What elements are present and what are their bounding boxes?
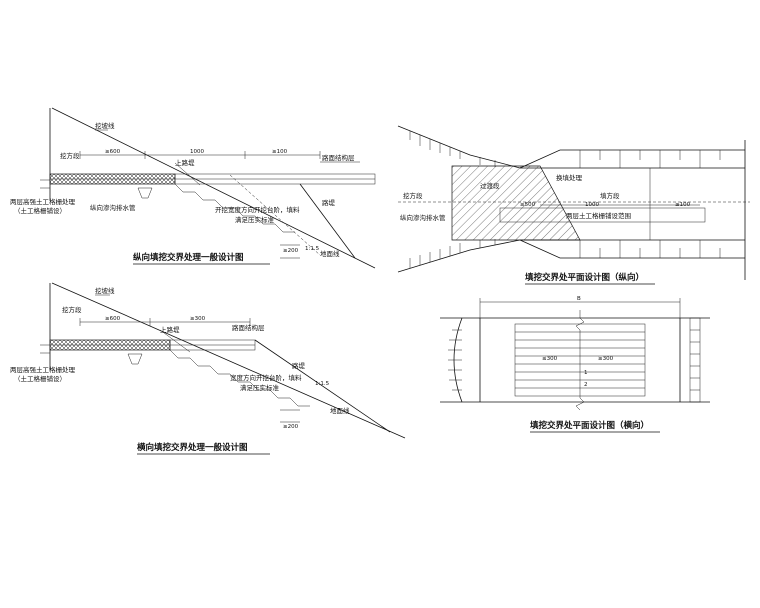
trans-geogrid-note: （土工格栅铺设） <box>14 374 66 383</box>
long-ratio-label: 1:1.5 <box>305 246 320 252</box>
long-geogrid-note: （土工格栅铺设） <box>14 206 66 215</box>
plan-dim-2: 1000 <box>585 202 599 208</box>
long-step-note: 开挖宽度方向开挖台阶，填料 <box>215 205 300 214</box>
plan-trans-mark-2: 2 <box>584 382 588 388</box>
long-dim-4: ≥200 <box>283 248 299 254</box>
plan-geogrid-range-label: 两层土工格栅铺设范围 <box>566 211 631 220</box>
trans-cut-side-label: 挖方段 <box>62 305 82 314</box>
plan-trans-dim-2: ≥300 <box>598 356 614 362</box>
long-fill-slope-label: 路堤 <box>322 198 336 207</box>
plan-transverse-drawing <box>440 298 710 411</box>
plan-transition-label: 过渡段 <box>480 181 500 190</box>
trans-ratio-label: 1:1.5 <box>315 381 330 387</box>
plan-trans-dim-1: ≤300 <box>542 356 558 362</box>
plan-trans-mark-1: 1 <box>584 370 588 376</box>
trans-dim-2: ≥300 <box>190 316 206 322</box>
longitudinal-section-drawing <box>40 107 376 269</box>
long-cut-slope-line-label: 挖坡线 <box>95 121 115 130</box>
long-dim-3: ≥100 <box>272 149 288 155</box>
plan-longitudinal-title: 填挖交界处平面设计图（纵向） <box>525 272 644 283</box>
plan-dim-1: ≥500 <box>520 202 536 208</box>
transverse-section-title: 横向填挖交界处理一般设计图 <box>136 442 248 453</box>
long-drain-label: 纵向渗沟排水管 <box>90 203 136 212</box>
long-dim-2: 1000 <box>190 149 204 155</box>
long-geogrid-label: 两层高强土工格栅处理 <box>10 197 76 206</box>
plan-transverse-title: 填挖交界处平面设计图（横向） <box>530 420 649 431</box>
long-dim-1: ≥600 <box>105 149 121 155</box>
trans-geogrid-label: 两层高强土工格栅处理 <box>10 365 76 374</box>
plan-treat-zone-label: 换填处理 <box>556 173 583 182</box>
trans-dim-3: ≥200 <box>283 424 299 430</box>
long-pavement-label: 路面结构层 <box>322 153 355 162</box>
long-fill-top-label: 上路堤 <box>175 158 195 167</box>
trans-cut-slope-line-label: 挖坡线 <box>95 286 115 295</box>
trans-fill-slope-label: 路堤 <box>292 361 306 370</box>
plan-longitudinal-drawing <box>397 125 750 280</box>
plan-fill-section-label: 填方段 <box>600 191 620 200</box>
trans-dim-1: ≥600 <box>105 316 121 322</box>
transverse-section-drawing <box>40 282 406 439</box>
long-step-note2: 满足压实标准 <box>235 215 275 224</box>
long-ground-line-label: 地面线 <box>320 249 340 258</box>
trans-step-note: 宽度方向开挖台阶，填料 <box>230 373 302 382</box>
trans-step-note2: 满足压实标准 <box>240 383 280 392</box>
longitudinal-section-title: 纵向填挖交界处理一般设计图 <box>133 252 244 263</box>
plan-drain-pipe-label: 纵向渗沟排水管 <box>400 213 446 222</box>
plan-dim-3: ≥100 <box>675 202 691 208</box>
trans-fill-top-label: 上路堤 <box>160 325 180 334</box>
trans-ground-line-label: 地面线 <box>330 406 350 415</box>
plan-cut-section-label: 挖方段 <box>403 191 423 200</box>
plan-trans-width-label: B <box>577 296 581 302</box>
long-cut-side-label: 挖方段 <box>60 151 80 160</box>
trans-pavement-label: 路面结构层 <box>232 323 265 332</box>
